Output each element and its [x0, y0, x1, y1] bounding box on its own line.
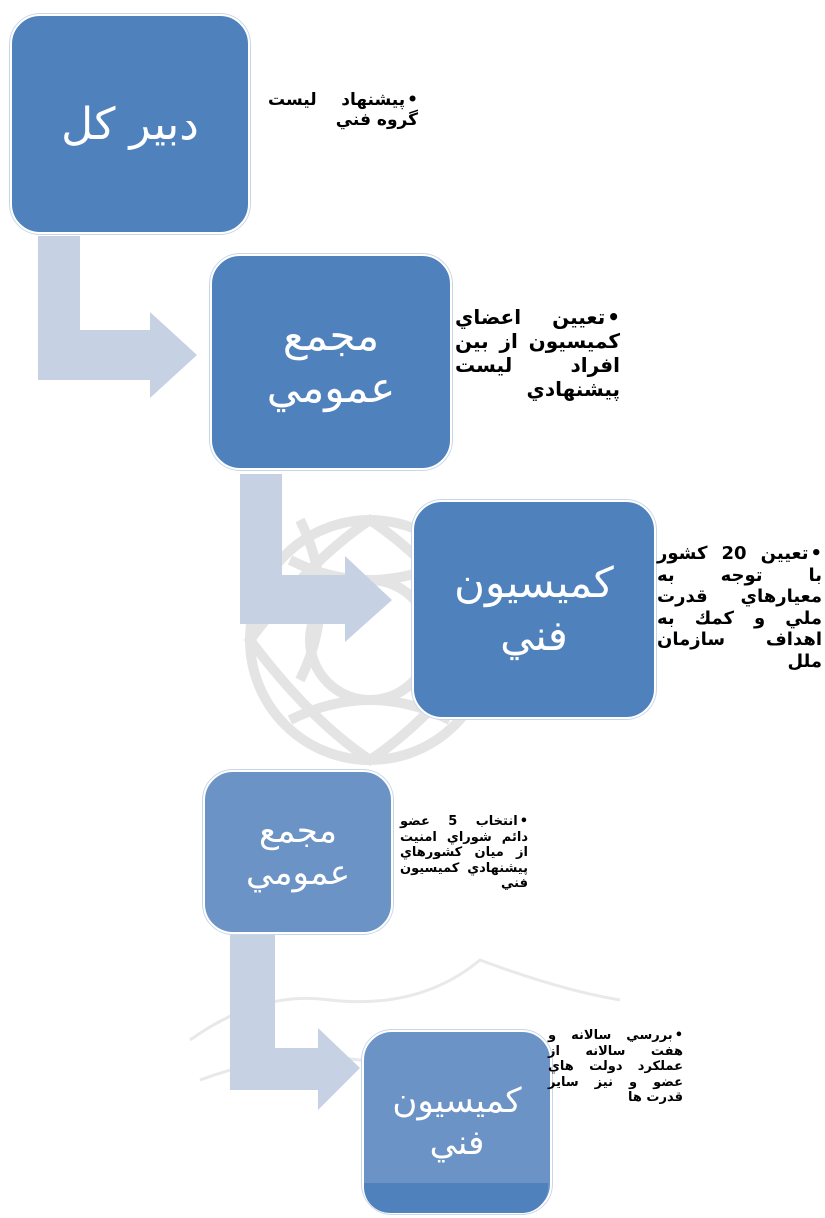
arrow-2: [240, 474, 392, 642]
step-box-general-assembly-1: مجمع عمومي: [210, 254, 452, 470]
step-box-general-assembly-2: مجمع عمومي: [203, 770, 393, 934]
step-5-label: كميسيون فني: [392, 1080, 522, 1164]
step-3-note-text: تعيين 20 كشور با توجه به معيارهاي قدرت م…: [657, 543, 822, 672]
step-1-note: •پيشنهاد ليست گروه فني: [268, 90, 418, 131]
step-4-note: •انتخاب 5 عضو دائم شوراي امنيت از ميان ك…: [400, 814, 528, 892]
bullet-icon: •: [674, 1028, 683, 1043]
step-3-note: •تعيين 20 كشور با توجه به معيارهاي قدرت …: [657, 543, 822, 673]
arrow-1: [38, 236, 197, 398]
step-2-note: •تعيين اعضاي كميسيون از بين افراد ليست پ…: [455, 305, 620, 401]
bullet-icon: •: [407, 90, 418, 110]
bullet-icon: •: [810, 543, 822, 564]
step-4-label: مجمع عمومي: [245, 810, 351, 894]
step-5-note: •بررسي سالانه و هفت سالانه از عملكرد دول…: [548, 1028, 683, 1106]
step-5-note-text: بررسي سالانه و هفت سالانه از عملكرد دولت…: [548, 1028, 683, 1106]
bullet-icon: •: [519, 814, 528, 829]
arrow-4: [230, 930, 360, 1110]
step-3-label: كميسيون فني: [454, 558, 614, 660]
step-box-technical-commission-1: كميسيون فني: [412, 500, 656, 719]
step-2-note-text: تعيين اعضاي كميسيون از بين افراد ليست پي…: [455, 305, 620, 401]
step-1-label: دبير كل: [61, 98, 199, 150]
bullet-icon: •: [607, 305, 620, 329]
step-box-secretary-general: دبير كل: [10, 14, 250, 234]
step-1-note-text: پيشنهاد ليست گروه فني: [268, 90, 418, 131]
step-2-label: مجمع عمومي: [266, 310, 396, 413]
step-4-note-text: انتخاب 5 عضو دائم شوراي امنيت از ميان كش…: [400, 814, 528, 892]
step-5-box-base: [364, 1183, 548, 1213]
